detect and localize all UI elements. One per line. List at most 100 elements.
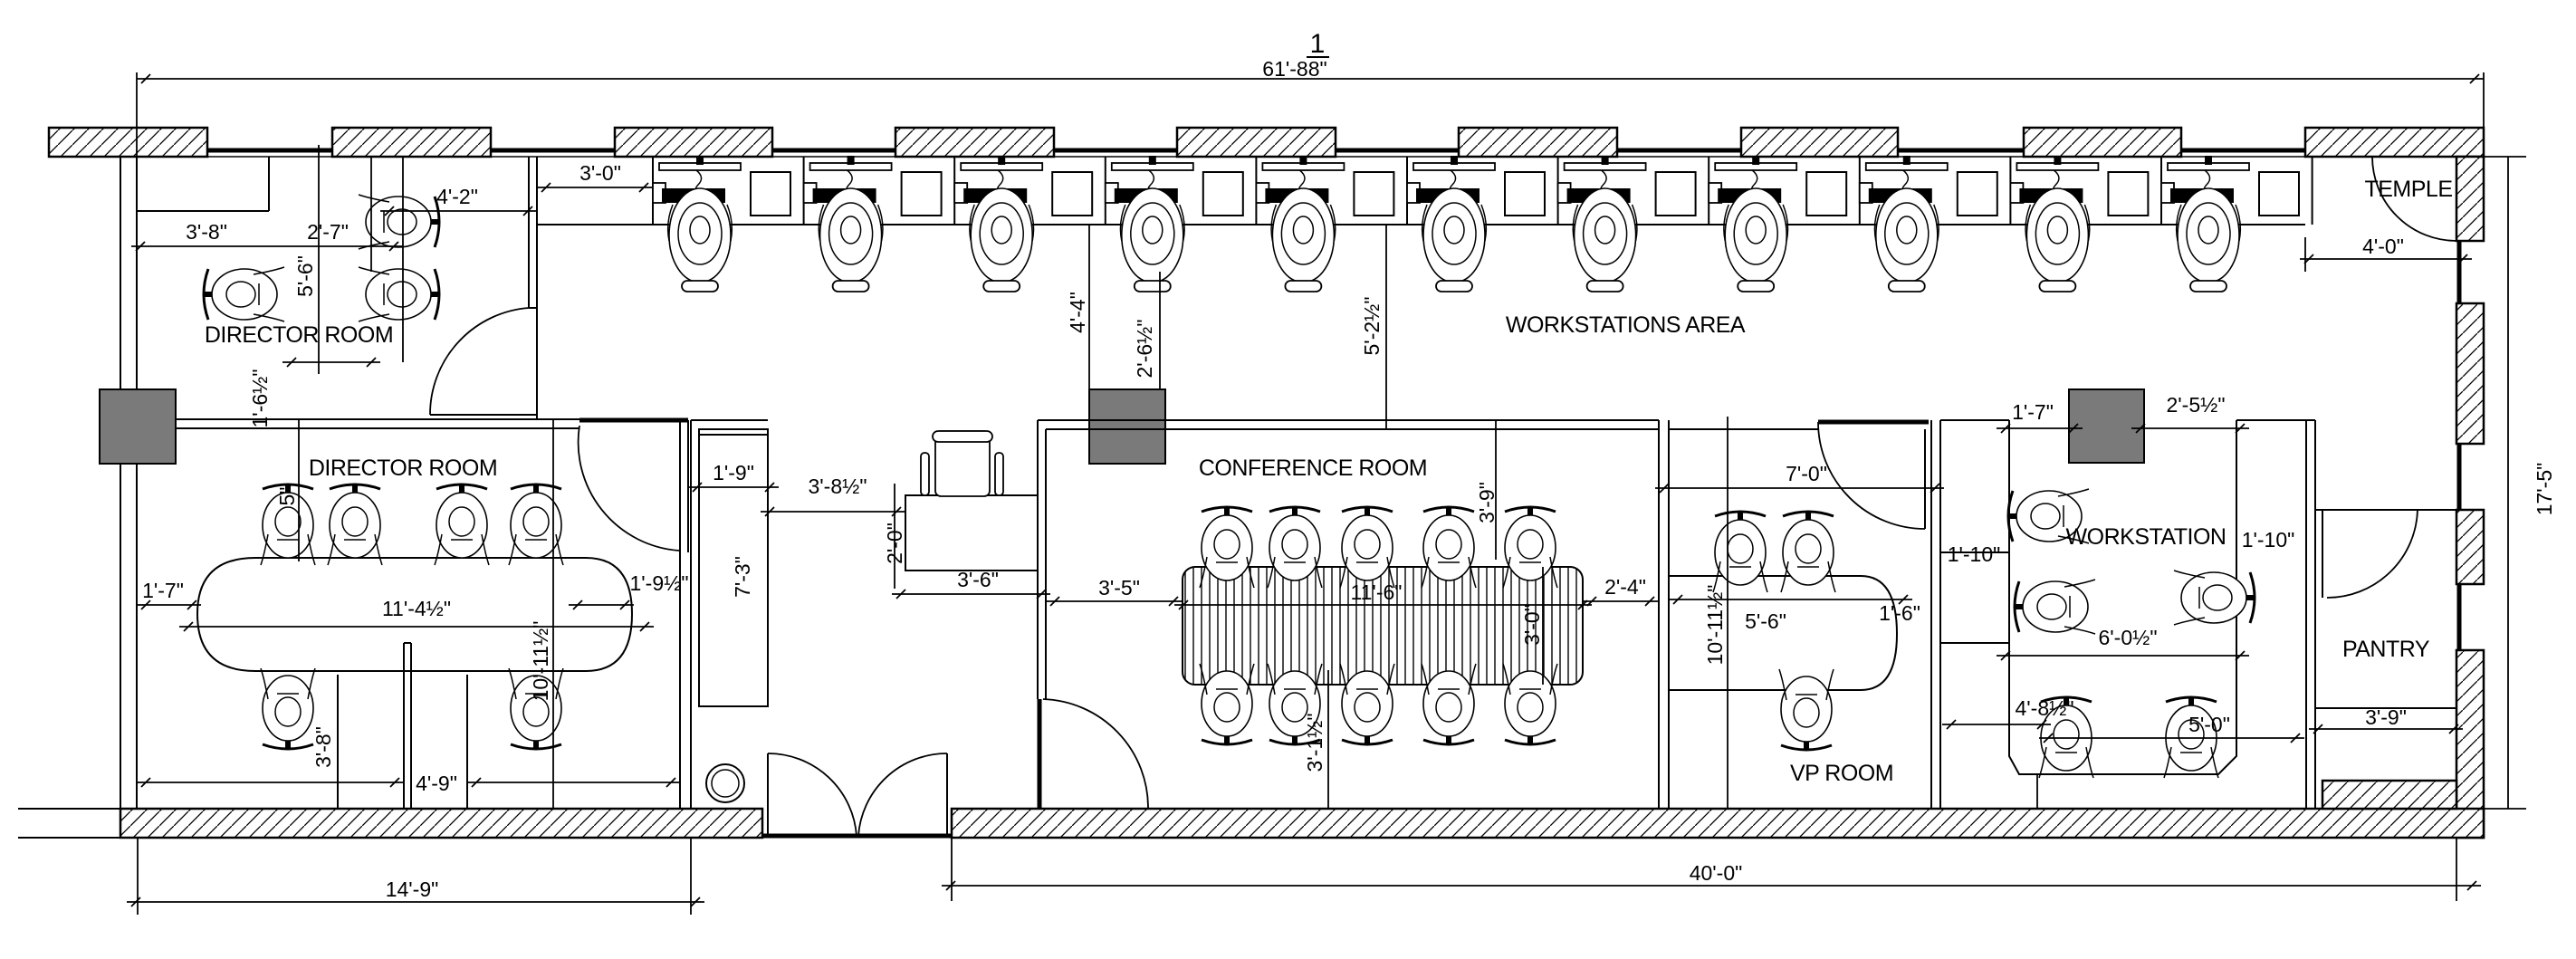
room-label-vp-room: VP ROOM	[1790, 761, 1893, 786]
dim-label: 5'-6"	[293, 255, 317, 297]
columns	[99, 388, 2145, 465]
cabinet-box	[2107, 171, 2150, 216]
director-conference-table	[196, 557, 634, 672]
dim-label: 10'-11½"	[1703, 585, 1727, 666]
dim-label: 2'-0"	[883, 523, 906, 564]
room-label-conference: CONFERENCE ROOM	[1199, 456, 1427, 481]
top-column	[894, 126, 1056, 158]
doors	[429, 156, 2457, 837]
vp-chair	[1779, 510, 1837, 594]
overall-depth-label: 17'-5"	[2533, 463, 2556, 516]
structural-column	[1088, 388, 1166, 465]
dim-label: 3'-9"	[1475, 482, 1499, 523]
right-wall-segment	[2455, 155, 2485, 243]
top-column	[47, 126, 209, 158]
workstation-monitors	[750, 171, 2300, 216]
structural-column	[99, 388, 177, 465]
dim-label: 7'-0"	[1786, 462, 1827, 485]
door-swing	[429, 307, 530, 416]
bottom-wall-left	[119, 807, 764, 839]
dim-label: 4'-0"	[2362, 235, 2404, 258]
room-label-pantry: PANTRY	[2342, 637, 2430, 662]
bottom-left-width-label: 14'-9"	[386, 877, 439, 901]
dim-label: 3'-6"	[957, 568, 999, 591]
cabinet-box	[750, 171, 791, 216]
dim-label: 1'-9"	[713, 461, 754, 484]
walls	[18, 126, 2485, 839]
dim-label: 3'-8"	[186, 220, 227, 244]
cabinet-box	[900, 171, 943, 216]
dim-label: 11'-4½"	[382, 597, 451, 620]
dim-label: 4'-2"	[436, 185, 478, 208]
director-lower-chair	[507, 483, 565, 567]
director-lower-chair	[433, 483, 491, 567]
dim-label: 4'-8½"	[2016, 696, 2074, 720]
bottom-right-width-label: 40'-0"	[1690, 861, 1743, 885]
workstation-room-chair	[2174, 571, 2255, 625]
cabinet-box	[1805, 171, 1848, 216]
director-lower-chair	[261, 668, 315, 749]
dim-label: 3'-9"	[2365, 705, 2407, 729]
cabinet-box	[1654, 171, 1697, 216]
right-wall-segment	[2455, 508, 2485, 586]
dim-label: 2'-6½"	[1133, 320, 1156, 379]
dim-label: 5"	[275, 487, 299, 506]
room-label-workstation: WORKSTATION	[2066, 524, 2226, 550]
dim-label: 2'-5½"	[2167, 393, 2226, 417]
dim-label: 3'-1½"	[1303, 714, 1326, 772]
dim-label: 2'-7"	[307, 220, 349, 244]
dim-label: 2'-4"	[1604, 575, 1646, 599]
top-column	[613, 126, 774, 158]
labels: 1 61'-88" 17'-5" 14'-9" 40'-0" DIRECTOR …	[142, 29, 2556, 901]
cabinet-box	[1353, 171, 1395, 216]
room-label-director-lower: DIRECTOR ROOM	[309, 456, 497, 481]
top-column	[330, 126, 493, 158]
dim-label: 3'-0"	[579, 161, 621, 185]
dim-label: 5'-0"	[2188, 713, 2230, 736]
top-column	[2022, 126, 2183, 158]
dim-label: 3'-0"	[1520, 604, 1544, 646]
director-upper-chair	[204, 267, 284, 321]
dim-label: 11'-6"	[1351, 580, 1403, 604]
cabinet-box	[1504, 171, 1546, 216]
dim-label: 1'-10"	[1948, 542, 2001, 566]
overall-width-label: 61'-88"	[1262, 57, 1326, 81]
top-column	[2303, 126, 2485, 158]
vp-chair	[1779, 669, 1834, 750]
dim-label: 3'-5"	[1098, 576, 1140, 599]
workstation-desks	[652, 155, 2313, 292]
top-column	[1457, 126, 1619, 158]
dim-label: 1'-10"	[2242, 528, 2295, 551]
sheet-mark: 1	[1310, 29, 1326, 59]
chairs	[204, 195, 2255, 780]
director-upper-chair	[359, 267, 439, 321]
cabinet-box	[1202, 171, 1244, 216]
dim-label: 1'-6½"	[248, 369, 272, 428]
vp-table	[1669, 575, 1899, 691]
structural-column	[2068, 388, 2145, 464]
dim-label: 5'-6"	[1745, 609, 1786, 633]
top-column	[1175, 126, 1337, 158]
cabinet-box	[1956, 171, 1998, 216]
room-label-workstations-area: WORKSTATIONS AREA	[1506, 312, 1746, 338]
room-label-temple: TEMPLE	[2364, 177, 2452, 202]
cabinet-box	[2258, 171, 2300, 216]
right-wall-segment	[2455, 648, 2485, 839]
dim-label: 3'-8"	[311, 726, 335, 768]
dim-label: 1'-7"	[2012, 400, 2054, 424]
dim-label: 6'-0½"	[2099, 626, 2158, 649]
dim-label: 4'-9"	[416, 772, 457, 795]
reception-desk	[905, 430, 1039, 571]
workstation-room-chair	[2015, 580, 2095, 634]
dim-label: 7'-3"	[731, 556, 754, 598]
director-lower-chair	[326, 483, 384, 567]
pantry-counter	[2321, 779, 2458, 810]
dim-label: 1'-6"	[1879, 601, 1920, 625]
dim-label: 1'-7"	[142, 579, 184, 602]
dim-label: 4'-4"	[1066, 292, 1089, 333]
room-label-director-upper: DIRECTOR ROOM	[205, 322, 393, 348]
vp-chair	[1711, 510, 1769, 594]
dim-label: 5'-2½"	[1360, 297, 1384, 356]
dim-label: 1'-9½"	[630, 571, 689, 595]
